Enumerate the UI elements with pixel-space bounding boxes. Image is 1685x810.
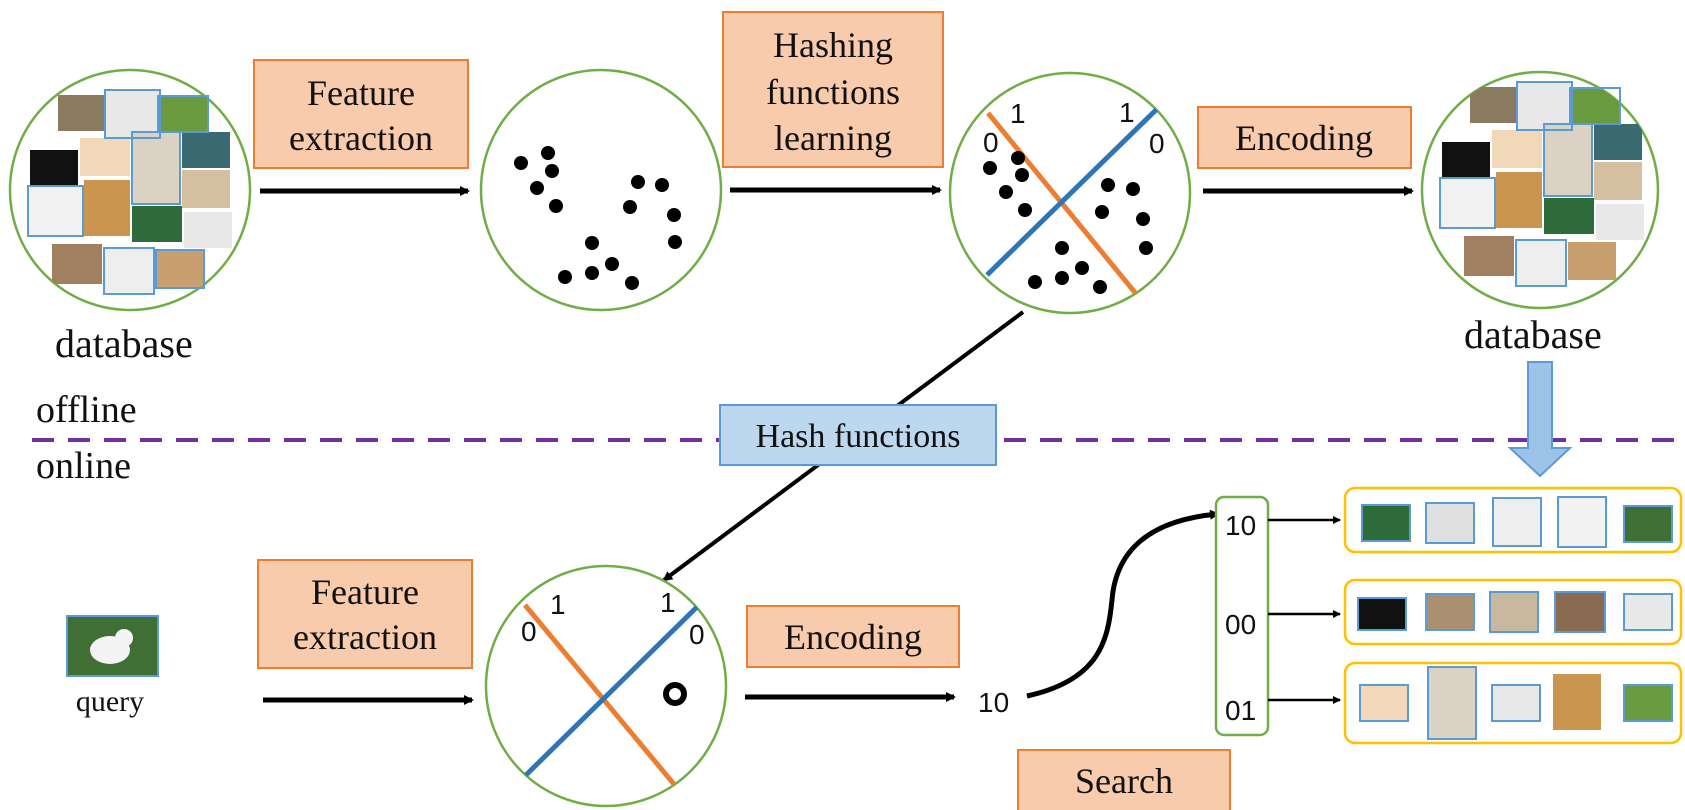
hash-bit-label: 0 <box>521 616 537 647</box>
database-circle-left <box>8 68 252 312</box>
encoding-box-bottom: Encoding <box>746 605 960 668</box>
hash-planes-circle-top <box>948 71 1192 315</box>
bucket-code-10: 10 <box>1225 510 1256 541</box>
result-row-10 <box>1343 486 1683 554</box>
dog-photo-grid-left <box>28 90 232 294</box>
hash-bit-label: 1 <box>550 589 566 620</box>
hashing-learning-line1: Hashing <box>773 25 893 65</box>
database-circle-right <box>1420 70 1660 310</box>
hash-bit-label: 0 <box>983 127 999 158</box>
photo-frames-left <box>27 89 209 295</box>
bucket-code-00: 00 <box>1225 609 1256 640</box>
hash-bit-label: 0 <box>689 619 705 650</box>
encoding-top-label: Encoding <box>1235 118 1373 158</box>
feature-extraction-box-bottom: Feature extraction <box>257 559 473 669</box>
down-arrow-icon <box>1507 361 1573 478</box>
query-point <box>663 682 687 706</box>
hash-functions-box: Hash functions <box>719 404 997 466</box>
hash-bit-label: 1 <box>660 587 676 618</box>
feature-points-circle <box>479 68 723 312</box>
hash-planes-circle-bottom <box>484 564 728 808</box>
hash-bit-label: 0 <box>1149 128 1165 159</box>
offline-label: offline <box>36 389 137 431</box>
hash-table-column <box>1214 495 1270 737</box>
encoding-bottom-label: Encoding <box>784 617 922 657</box>
result-row-01 <box>1343 661 1683 745</box>
feature-extraction-top-line1: Feature <box>307 73 415 113</box>
feature-extraction-top-line2: extraction <box>289 118 433 158</box>
hashing-learning-box: Hashing functions learning <box>722 11 944 168</box>
result-row-00 <box>1343 578 1683 646</box>
hash-bit-label: 1 <box>1010 98 1026 129</box>
query-label: query <box>76 685 144 718</box>
database-label-right: database <box>1464 312 1602 357</box>
hashing-learning-line2: functions <box>766 72 900 112</box>
arrow-icon <box>1026 509 1220 699</box>
encoding-box-top: Encoding <box>1197 106 1412 169</box>
photo-frames-right <box>1439 81 1621 287</box>
search-label: Search <box>1075 761 1173 801</box>
query-photo <box>66 615 159 677</box>
query-code: 10 <box>978 687 1009 718</box>
feature-extraction-bottom-line1: Feature <box>311 572 419 612</box>
bucket-code-01: 01 <box>1225 695 1256 726</box>
feature-extraction-box-top: Feature extraction <box>253 59 469 169</box>
database-label-left: database <box>55 321 193 366</box>
hashing-learning-line3: learning <box>774 118 892 158</box>
hash-bit-label: 1 <box>1119 97 1135 128</box>
dog-photo-grid-right <box>1440 82 1644 286</box>
online-label: online <box>36 445 131 487</box>
feature-extraction-bottom-line2: extraction <box>293 617 437 657</box>
search-box: Search <box>1017 749 1231 810</box>
hash-functions-label: Hash functions <box>756 418 961 455</box>
